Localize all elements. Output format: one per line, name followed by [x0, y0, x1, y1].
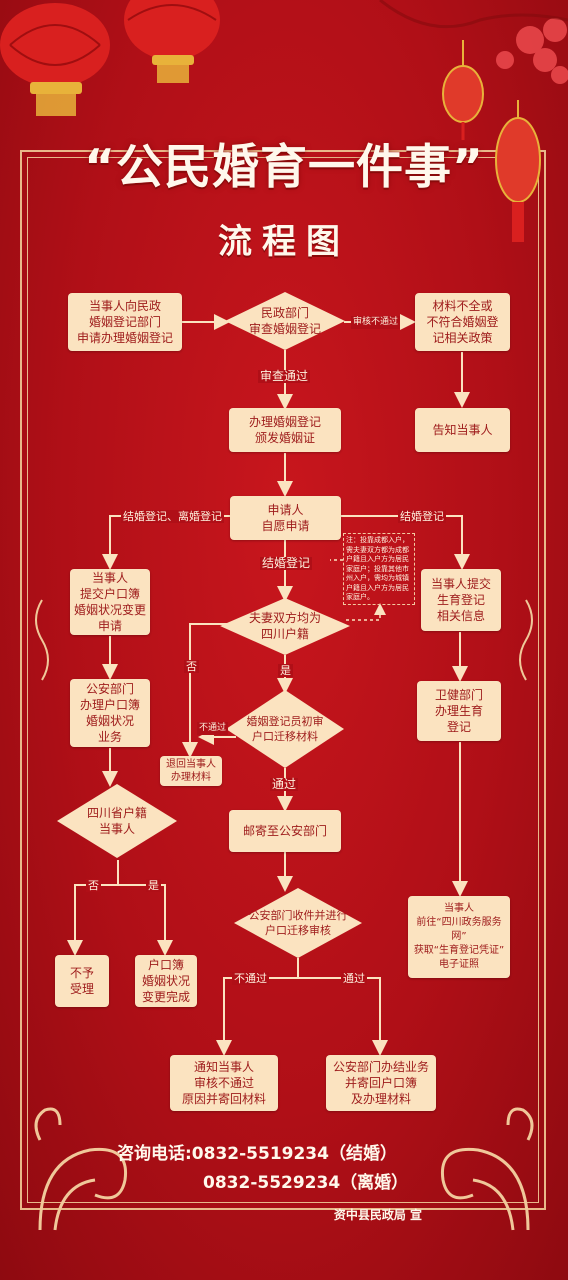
- label-review-pass: 审查通过: [258, 369, 311, 383]
- decision-diamond: [226, 690, 344, 768]
- label-yes-1: 是: [278, 664, 293, 677]
- decision-police-review: 公安部门收件并进行 户口迁移审核: [248, 909, 348, 937]
- corner-ornament-icon: [440, 1107, 534, 1231]
- node-materials-incomplete: 材料不全或 不符合婚姻登 记相关政策: [415, 293, 510, 351]
- label-marry-divorce: 结婚登记、离婚登记: [121, 510, 224, 523]
- node-issue-marriage-certificate: 办理婚姻登记 颁发婚姻证: [229, 408, 341, 452]
- decision-diamond: [225, 292, 345, 350]
- label-review-fail: 审核不通过: [351, 316, 401, 329]
- decision-diamond: [57, 784, 177, 858]
- label-not-pass-1: 不通过: [197, 722, 229, 735]
- contact-phone-marriage: 咨询电话:0832-5519234（结婚）: [117, 1144, 397, 1164]
- corner-ornament-icon: [34, 1107, 128, 1231]
- note-box: 注：投靠成都入户，需夫妻双方都为成都户籍且入户方为居民家庭户；投靠其他市州入户，…: [343, 533, 415, 605]
- plum-blossom-icon: [496, 18, 568, 84]
- node-hukou-change-done: 户口簿 婚姻状况 变更完成: [135, 955, 197, 1007]
- node-apply-marriage-registration: 当事人向民政 婚姻登记部门 申请办理婚姻登记: [68, 293, 182, 351]
- contact-phone-divorce: 0832-5529234（离婚）: [203, 1173, 409, 1193]
- node-return-materials: 退回当事人 办理材料: [160, 756, 222, 786]
- label-not-pass-2: 不通过: [232, 972, 269, 985]
- page-subtitle: 流程图: [218, 222, 350, 262]
- page-title: “公民婚育一件事”: [84, 140, 484, 195]
- node-notify-party: 告知当事人: [415, 408, 510, 452]
- node-submit-hukou-change: 当事人 提交户口簿 婚姻状况变更 申请: [70, 569, 150, 635]
- node-submit-birth-registration: 当事人提交 生育登记 相关信息: [421, 569, 501, 631]
- node-health-dept-register: 卫健部门 办理生育 登记: [417, 681, 501, 741]
- branch-shape: [379, 0, 568, 29]
- label-marry-right: 结婚登记: [398, 510, 446, 523]
- issuer-credit: 资中县民政局 宣: [333, 1208, 422, 1222]
- decision-both-sichuan: 夫妻双方均为 四川户籍: [248, 611, 321, 641]
- lantern-icon: [442, 40, 484, 140]
- decorative-frame-inner: [27, 157, 539, 1203]
- decision-sichuan-hukou: 四川省户籍 当事人: [86, 806, 147, 836]
- lantern-icon: [495, 100, 541, 242]
- node-police-complete: 公安部门办结业务 并寄回户口簿 及办理材料: [326, 1055, 436, 1111]
- lantern-icon: [124, 0, 220, 83]
- decision-review-marriage: 民政部门 审查婚姻登记: [248, 306, 321, 336]
- label-pass-2: 通过: [341, 972, 367, 985]
- node-mail-to-police: 邮寄至公安部门: [229, 810, 341, 852]
- side-ornament-icon: [35, 599, 533, 681]
- label-pass-1: 通过: [270, 777, 299, 791]
- label-marry-left: 结婚登记: [260, 556, 313, 570]
- node-get-e-certificate: 当事人 前往“四川政务服务网” 获取“生育登记凭证” 电子证照: [408, 896, 510, 978]
- node-voluntary-application: 申请人 自愿申请: [230, 496, 341, 540]
- label-no-1: 否: [184, 660, 199, 673]
- label-no-2: 否: [86, 879, 101, 892]
- node-not-accepted: 不予 受理: [55, 955, 109, 1007]
- decision-diamond: [234, 888, 362, 958]
- lantern-icon: [0, 3, 110, 116]
- decorative-frame: [20, 150, 546, 1210]
- node-notify-rejection: 通知当事人 审核不通过 原因并寄回材料: [170, 1055, 278, 1111]
- node-police-process-hukou: 公安部门 办理户口簿 婚姻状况 业务: [70, 679, 150, 747]
- decision-diamond: [220, 598, 350, 655]
- label-yes-2: 是: [146, 879, 161, 892]
- decision-initial-review: 婚姻登记员初审 户口迁移材料: [246, 715, 324, 743]
